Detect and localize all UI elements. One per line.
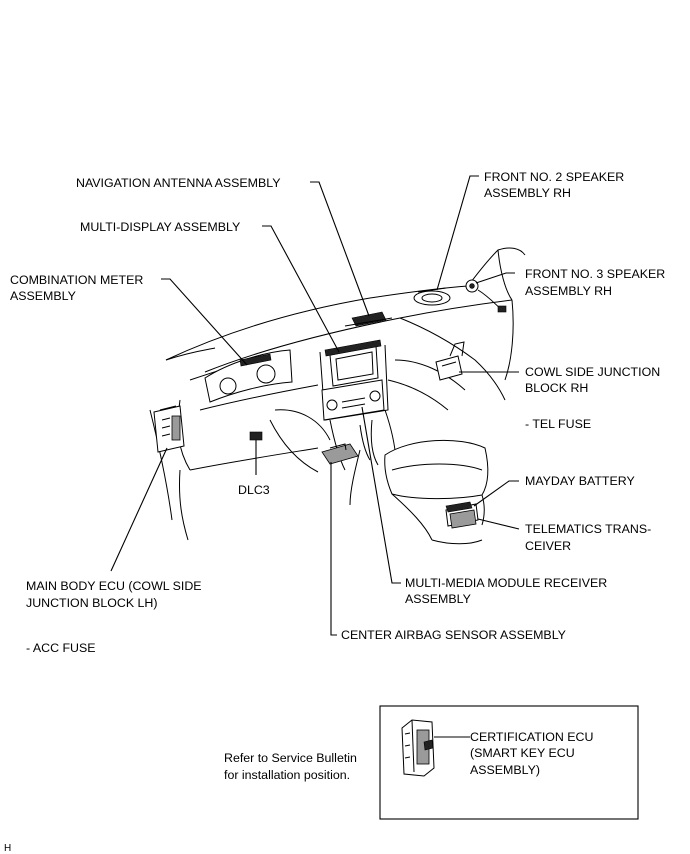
label-navigation-antenna: NAVIGATION ANTENNA ASSEMBLY bbox=[76, 176, 281, 190]
label-dlc3: DLC3 bbox=[238, 483, 270, 497]
dashboard-illustration bbox=[149, 247, 526, 545]
label-front-no2-speaker-line1: FRONT NO. 2 SPEAKER bbox=[484, 170, 624, 184]
label-tel-fuse: - TEL FUSE bbox=[525, 417, 591, 431]
label-acc-fuse: - ACC FUSE bbox=[26, 641, 96, 655]
leader-lines bbox=[110, 175, 520, 738]
label-certification-ecu-line3: ASSEMBLY) bbox=[470, 763, 540, 777]
label-multi-media-receiver-line1: MULTI-MEDIA MODULE RECEIVER bbox=[405, 576, 607, 590]
corner-marker: H bbox=[4, 843, 11, 854]
label-main-body-ecu-line1: MAIN BODY ECU (COWL SIDE bbox=[26, 579, 202, 593]
label-mayday-battery: MAYDAY BATTERY bbox=[525, 474, 635, 488]
label-multi-display: MULTI-DISPLAY ASSEMBLY bbox=[80, 220, 240, 234]
label-front-no3-speaker-line2: ASSEMBLY RH bbox=[525, 284, 612, 298]
label-telematics-line1: TELEMATICS TRANS- bbox=[525, 522, 651, 536]
certification-ecu-inset bbox=[379, 705, 639, 820]
label-main-body-ecu-line2: JUNCTION BLOCK LH) bbox=[26, 596, 158, 610]
callout-labels: NAVIGATION ANTENNA ASSEMBLY MULTI-DISPLA… bbox=[4, 170, 665, 854]
inset-border bbox=[379, 705, 639, 820]
label-telematics-line2: CEIVER bbox=[525, 539, 571, 553]
certification-ecu-illustration bbox=[401, 719, 435, 777]
label-front-no2-speaker-line2: ASSEMBLY RH bbox=[484, 186, 571, 200]
label-front-no3-speaker-line1: FRONT NO. 3 SPEAKER bbox=[525, 267, 665, 281]
label-cowl-side-junction-rh-line1: COWL SIDE JUNCTION bbox=[525, 365, 660, 379]
refer-note-line2: for installation position. bbox=[224, 768, 350, 782]
label-combination-meter-line1: COMBINATION METER bbox=[10, 273, 143, 287]
label-certification-ecu-line1: CERTIFICATION ECU bbox=[470, 730, 593, 744]
label-cowl-side-junction-rh-line2: BLOCK RH bbox=[525, 381, 588, 395]
label-multi-media-receiver-line2: ASSEMBLY bbox=[405, 592, 471, 606]
label-center-airbag-sensor: CENTER AIRBAG SENSOR ASSEMBLY bbox=[341, 628, 566, 642]
label-combination-meter-line2: ASSEMBLY bbox=[10, 289, 76, 303]
refer-note-line1: Refer to Service Bulletin bbox=[224, 751, 357, 765]
label-certification-ecu-line2: (SMART KEY ECU bbox=[470, 746, 575, 760]
